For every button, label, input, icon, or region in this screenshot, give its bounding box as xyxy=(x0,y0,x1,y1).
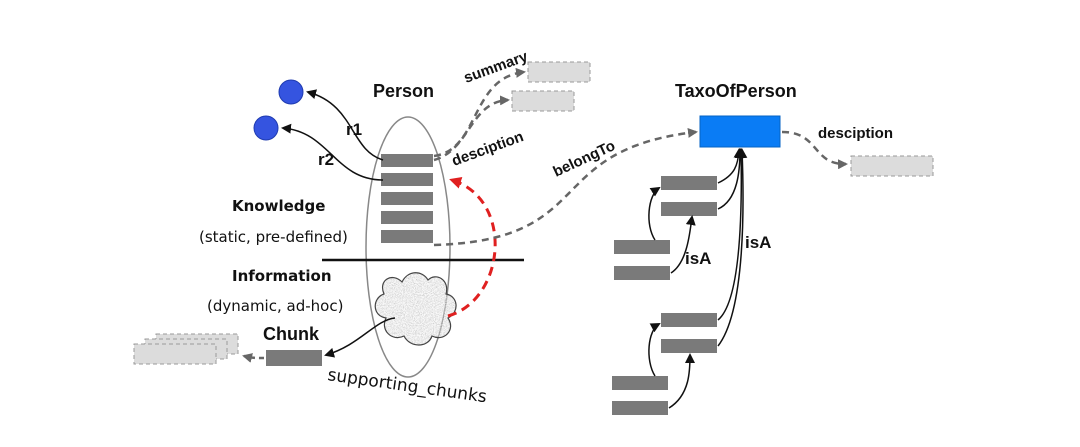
chunk-stack xyxy=(133,333,239,365)
r2-label: r2 xyxy=(318,150,334,169)
summary-label: summary xyxy=(462,48,531,87)
person-ellipse xyxy=(365,116,451,378)
property-bar xyxy=(381,173,433,186)
property-bar xyxy=(381,211,433,224)
desciption-arrow-person xyxy=(433,95,510,162)
taxo-bar xyxy=(614,240,670,254)
taxo-bar xyxy=(612,376,668,390)
desciption-value-box-taxo xyxy=(850,155,934,177)
chunk-link-arrow xyxy=(242,353,265,363)
summary-arrow xyxy=(433,67,526,158)
property-bar xyxy=(381,230,433,243)
isA-arrows xyxy=(648,148,748,409)
taxo-bar xyxy=(612,401,668,415)
chunk-label: Chunk xyxy=(263,324,320,344)
r2-arrow xyxy=(281,123,384,181)
information-label: Information xyxy=(232,267,332,285)
belongTo-arrow xyxy=(433,127,698,247)
entity-node-r2 xyxy=(253,115,279,141)
red-dashed-arrow xyxy=(447,177,497,318)
desciption-value-box-person xyxy=(511,90,575,112)
taxo-bar xyxy=(661,313,717,327)
information-cloud xyxy=(374,272,457,346)
information-note: (dynamic, ad-hoc) xyxy=(207,297,343,315)
taxonomy-bars xyxy=(612,176,717,415)
r1-label: r1 xyxy=(346,120,362,139)
taxo-label: TaxoOfPerson xyxy=(675,81,797,101)
taxo-bar xyxy=(661,339,717,353)
knowledge-label: Knowledge xyxy=(232,197,325,215)
entity-node-r1 xyxy=(278,79,304,105)
taxo-bar xyxy=(661,202,717,216)
person-label: Person xyxy=(373,81,434,101)
desciption-arrow-taxo xyxy=(781,130,848,170)
chunk-bar xyxy=(266,350,322,366)
belongTo-label: belongTo xyxy=(551,137,618,180)
summary-value-box xyxy=(527,61,591,83)
isA-label-left: isA xyxy=(685,249,711,268)
knowledge-note: (static, pre-defined) xyxy=(199,228,348,246)
supporting-chunks-arrow xyxy=(324,317,396,358)
property-bar xyxy=(381,154,433,167)
isA-label-right: isA xyxy=(745,233,771,252)
desciption-label-taxo: desciption xyxy=(818,125,893,142)
supporting-chunks-label: supporting_chunks xyxy=(326,365,488,407)
taxo-box xyxy=(699,115,781,148)
taxo-bar xyxy=(661,176,717,190)
taxo-bar xyxy=(614,266,670,280)
person-property-bars xyxy=(381,154,433,243)
property-bar xyxy=(381,192,433,205)
r1-arrow xyxy=(306,89,384,161)
desciption-label-person: desciption xyxy=(450,128,526,170)
